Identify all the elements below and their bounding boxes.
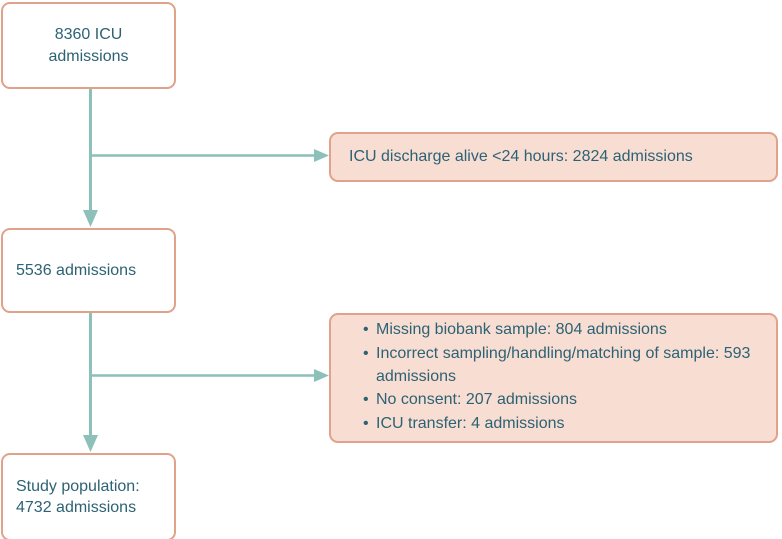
node-study-population-label: Study population: 4732 admissions bbox=[16, 477, 140, 516]
node-cohort-remaining-label: 5536 admissions bbox=[16, 261, 137, 279]
node-exclusion-early-discharge: ICU discharge alive <24 hours: 2824 admi… bbox=[329, 132, 778, 182]
connector-remaining-to-study bbox=[83, 313, 98, 452]
connector-to-early-discharge bbox=[90, 149, 329, 162]
node-exclusion-early-discharge-label: ICU discharge alive <24 hours: 2824 admi… bbox=[349, 148, 693, 166]
exclusion-list-item: Missing biobank sample: 804 admissions bbox=[363, 319, 766, 342]
node-cohort-total-label: 8360 ICU admissions bbox=[48, 26, 129, 65]
node-cohort-total: 8360 ICU admissions bbox=[1, 2, 176, 89]
exclusion-list-item: No consent: 207 admissions bbox=[363, 389, 766, 412]
node-exclusion-list: Missing biobank sample: 804 admissionsIn… bbox=[329, 313, 778, 443]
exclusion-item-list: Missing biobank sample: 804 admissionsIn… bbox=[341, 319, 776, 437]
node-cohort-remaining: 5536 admissions bbox=[1, 228, 176, 313]
connector-total-to-remaining bbox=[83, 89, 98, 227]
node-study-population: Study population: 4732 admissions bbox=[1, 453, 176, 539]
exclusion-list-item: Incorrect sampling/handling/matching of … bbox=[363, 343, 766, 388]
exclusion-list-item: ICU transfer: 4 admissions bbox=[363, 413, 766, 436]
connector-to-exclusion-list bbox=[90, 369, 329, 382]
